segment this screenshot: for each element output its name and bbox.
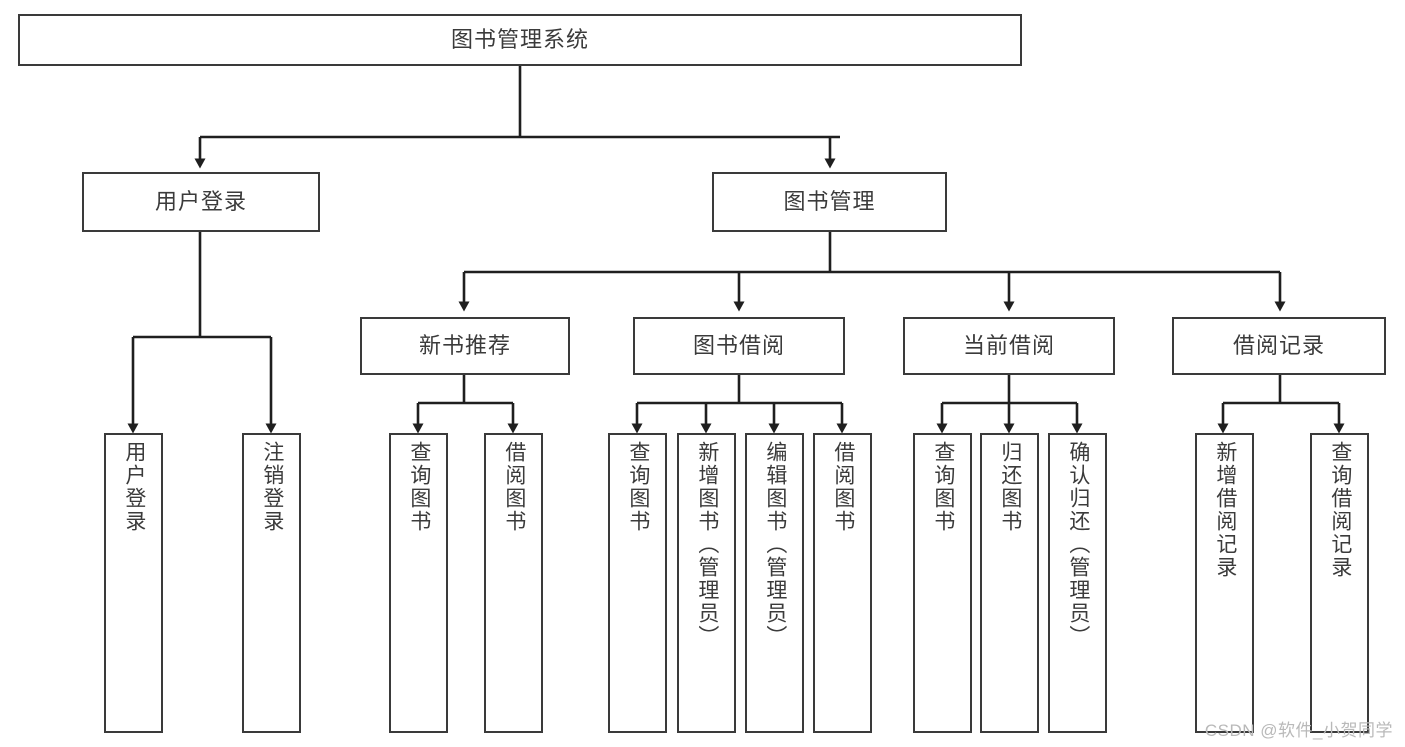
node-borrow-record-label: 借阅记录 <box>1232 332 1325 358</box>
leaf-return-book[interactable]: 归还图书 <box>980 433 1039 733</box>
leaf-query-book-1-label: 查询图书 <box>407 441 431 533</box>
node-borrow-record[interactable]: 借阅记录 <box>1172 317 1386 375</box>
leaf-query-record[interactable]: 查询借阅记录 <box>1310 433 1369 733</box>
leaf-query-book-1[interactable]: 查询图书 <box>389 433 448 733</box>
leaf-query-book-3[interactable]: 查询图书 <box>913 433 972 733</box>
leaf-query-book-3-label: 查询图书 <box>931 441 955 533</box>
node-book-manage[interactable]: 图书管理 <box>712 172 947 232</box>
leaf-query-book-2-label: 查询图书 <box>626 441 650 533</box>
node-new-book-recommend-label: 新书推荐 <box>418 332 511 358</box>
node-current-borrow[interactable]: 当前借阅 <box>903 317 1115 375</box>
leaf-borrow-book-2[interactable]: 借阅图书 <box>813 433 872 733</box>
leaf-return-book-label: 归还图书 <box>998 441 1022 533</box>
node-user-login-label: 用户登录 <box>154 188 247 214</box>
leaf-logout-login-label: 注销登录 <box>260 441 284 533</box>
leaf-edit-book[interactable]: 编辑图书（管理员） <box>745 433 804 733</box>
leaf-borrow-book-2-label: 借阅图书 <box>831 441 855 533</box>
leaf-confirm-return[interactable]: 确认归还（管理员） <box>1048 433 1107 733</box>
leaf-add-book-label: 新增图书（管理员） <box>695 441 719 648</box>
leaf-borrow-book-1[interactable]: 借阅图书 <box>484 433 543 733</box>
leaf-query-book-2[interactable]: 查询图书 <box>608 433 667 733</box>
node-book-borrow-label: 图书借阅 <box>692 332 785 358</box>
leaf-user-login[interactable]: 用户登录 <box>104 433 163 733</box>
node-root-label: 图书管理系统 <box>450 26 589 52</box>
leaf-add-record[interactable]: 新增借阅记录 <box>1195 433 1254 733</box>
node-book-manage-label: 图书管理 <box>783 188 876 214</box>
node-current-borrow-label: 当前借阅 <box>962 332 1055 358</box>
leaf-edit-book-label: 编辑图书（管理员） <box>763 441 787 648</box>
node-root[interactable]: 图书管理系统 <box>18 14 1022 66</box>
leaf-add-book[interactable]: 新增图书（管理员） <box>677 433 736 733</box>
leaf-add-record-label: 新增借阅记录 <box>1213 441 1237 579</box>
node-user-login[interactable]: 用户登录 <box>82 172 320 232</box>
leaf-logout-login[interactable]: 注销登录 <box>242 433 301 733</box>
leaf-user-login-label: 用户登录 <box>122 441 146 533</box>
leaf-confirm-return-label: 确认归还（管理员） <box>1066 441 1090 648</box>
leaf-query-record-label: 查询借阅记录 <box>1328 441 1352 579</box>
leaf-borrow-book-1-label: 借阅图书 <box>502 441 526 533</box>
node-new-book-recommend[interactable]: 新书推荐 <box>360 317 570 375</box>
node-book-borrow[interactable]: 图书借阅 <box>633 317 845 375</box>
